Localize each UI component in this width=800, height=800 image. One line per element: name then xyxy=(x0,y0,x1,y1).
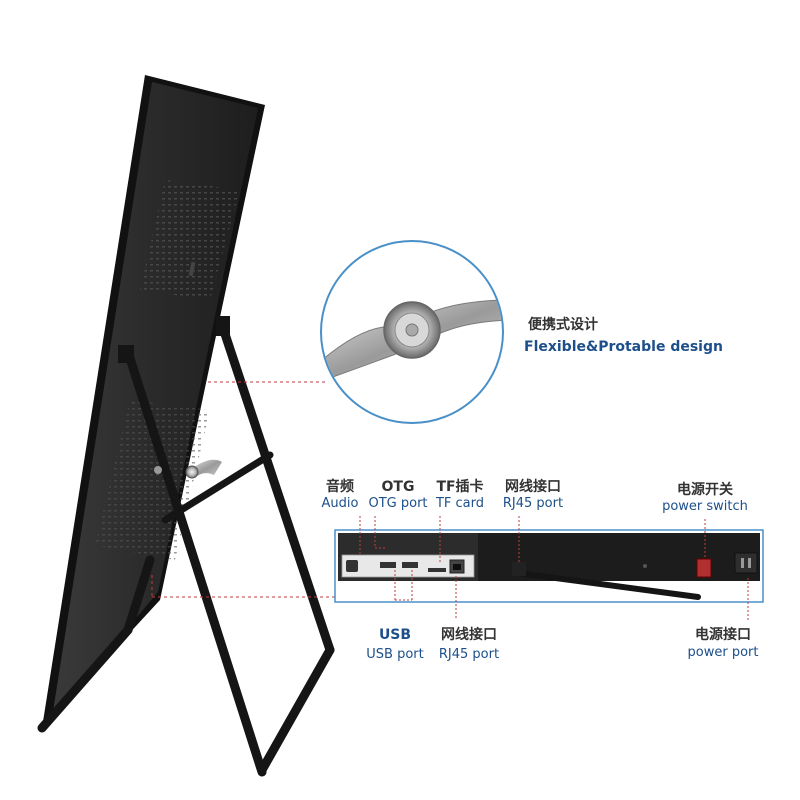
power-socket-icon xyxy=(734,552,758,574)
power-switch-label-zh: 电源开关 xyxy=(677,482,733,498)
hinge-label-zh: 便携式设计 xyxy=(528,317,598,333)
power-switch-label-en: power switch xyxy=(662,499,748,514)
power-port-label-en: power port xyxy=(687,645,759,660)
hinge-icon xyxy=(154,459,222,479)
kiosk-body xyxy=(42,75,265,728)
usb-port-icon xyxy=(380,562,418,568)
callout-leaders xyxy=(151,381,335,598)
a-frame-stand xyxy=(37,316,335,777)
usb-label-zh: USB xyxy=(378,627,412,643)
rj45-bottom-label-zh: 网线接口 xyxy=(441,627,497,643)
antenna-icon xyxy=(512,562,701,600)
rj45-bottom-label-en: RJ45 port xyxy=(438,647,500,662)
otg-label-en: OTG port xyxy=(368,496,428,511)
power-switch-icon xyxy=(696,558,712,578)
audio-label-en: Audio xyxy=(321,496,359,511)
port-panel-zoom xyxy=(334,529,764,603)
rj45-top-label-zh: 网线接口 xyxy=(505,479,561,495)
tf-card-label-en: TF card xyxy=(435,496,485,511)
rj45-port-icon xyxy=(449,559,465,574)
power-port-label-zh: 电源接口 xyxy=(695,627,751,643)
hinge-label-en: Flexible&Protable design xyxy=(524,339,723,355)
hinge-zoom-circle xyxy=(320,240,504,424)
port-leaders xyxy=(359,516,749,620)
rj45-top-label-en: RJ45 port xyxy=(502,496,564,511)
usb-label-en: USB port xyxy=(366,647,424,662)
tf-card-label-zh: TF插卡 xyxy=(436,479,484,495)
audio-label-zh: 音频 xyxy=(326,479,354,495)
otg-label-zh: OTG xyxy=(381,479,415,495)
